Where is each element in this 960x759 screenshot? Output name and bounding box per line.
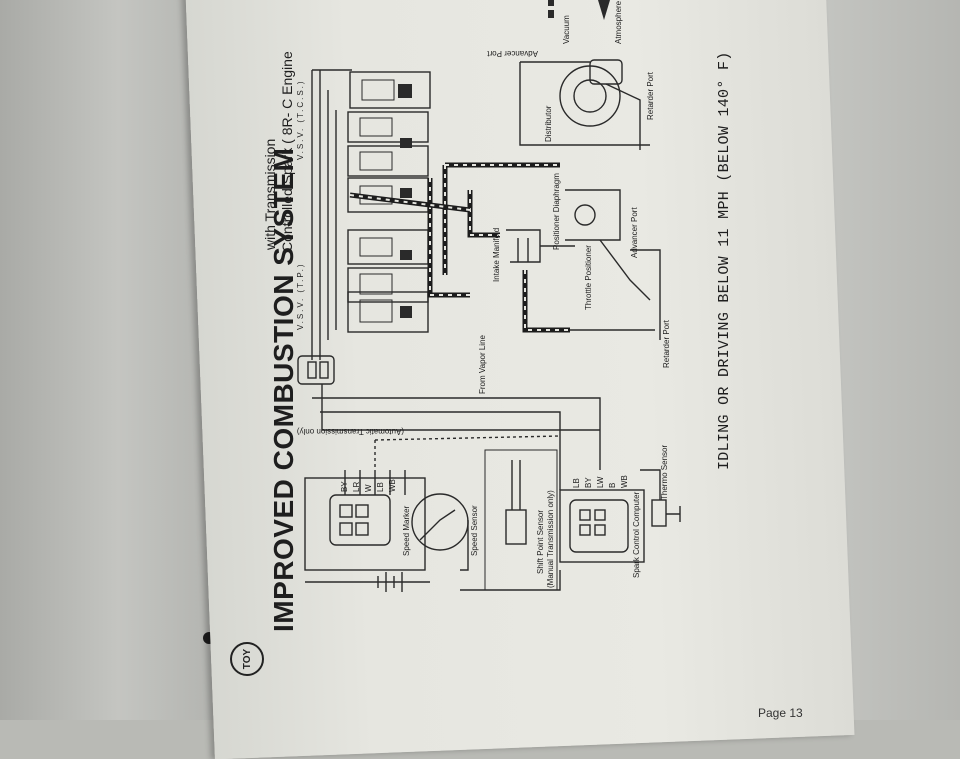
label-retarder-port: Retarder Port xyxy=(662,319,671,368)
label-advancer-port-top: Advancer Port xyxy=(487,49,538,58)
wiring-diagram xyxy=(297,0,681,592)
legend-atmosphere: Atmosphere xyxy=(614,0,623,44)
bus-label-vsv-tcs: V.S.V. (T.C.S.) xyxy=(296,79,305,160)
subtitle-line-1: with Transmission xyxy=(262,138,278,250)
pin-label: BY xyxy=(584,477,593,488)
label-retarder-port-top: Retarder Port xyxy=(646,71,655,120)
label-thermo-sensor: Thermo Sensor xyxy=(660,444,669,500)
pin-label: LB xyxy=(572,478,581,488)
left-page xyxy=(0,0,215,720)
pin-label: LR xyxy=(352,481,361,492)
pin-label: WB xyxy=(388,479,397,492)
label-spark-control-computer: Spark Control Computer xyxy=(632,491,641,578)
pin-label: LW xyxy=(596,476,605,488)
label-from-vapor-line: From Vapor Line xyxy=(478,335,487,394)
pin-label: WB xyxy=(620,475,629,488)
label-positioner-diaphragm: Positioner Diaphragm xyxy=(552,173,561,250)
logo-text: TOY xyxy=(241,648,253,670)
label-speed-sensor: Speed Sensor xyxy=(470,505,479,556)
label-speed-marker: Speed Marker xyxy=(402,505,411,556)
pin-label: BY xyxy=(340,481,349,492)
label-intake-manifold: Intake Manifold xyxy=(492,227,501,282)
diagram-caption: IDLING OR DRIVING BELOW 11 MPH (BELOW 14… xyxy=(716,51,733,470)
label-automatic-transmission-only: (Automatic Transmission only) xyxy=(296,427,404,436)
subtitle-line-2: Controlled Spark ( 8R- C Engine xyxy=(279,51,295,252)
toyota-logo: TOY xyxy=(230,642,264,676)
label-advancer-port: Advancer Port xyxy=(630,207,639,258)
pin-label: B xyxy=(608,482,617,488)
bus-label-vsv-tp: V.S.V. (T.P.) xyxy=(296,262,305,330)
label-shift-point-sensor: Shift Point Sensor xyxy=(536,509,545,574)
page-number: Page 13 xyxy=(758,706,803,720)
legend-vacuum: Vacuum xyxy=(562,15,571,44)
label-throttle-positioner: Throttle Positioner xyxy=(584,245,593,310)
label-shift-point-sensor-note: (Manual Transmission only) xyxy=(546,490,555,588)
label-distributor: Distributor xyxy=(544,105,553,142)
pin-label: W xyxy=(364,484,373,492)
pin-label: LB xyxy=(376,482,385,492)
